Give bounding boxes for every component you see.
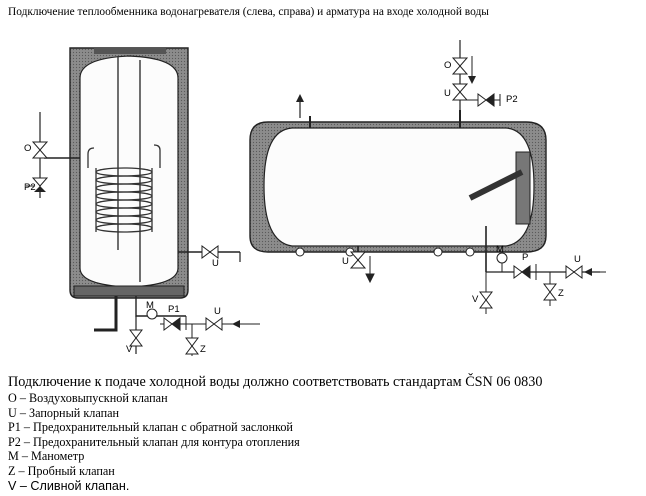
label-o-right: O <box>444 60 451 71</box>
label-u-right-top: U <box>444 88 451 99</box>
legend-item-u: U – Запорный клапан <box>8 405 120 420</box>
vertical-heater-tank <box>79 55 179 288</box>
legend-item-o: O – Воздуховыпускной клапан <box>8 391 168 405</box>
legend-item-p1: P1 – Предохранительный клапан с обратной… <box>8 420 293 435</box>
water-heater-connection-diagram: O P2 U M P1 U V Z <box>24 40 606 356</box>
label-v-right: V <box>472 294 479 305</box>
legend-item-z: Z – Пробный клапан <box>8 463 115 478</box>
vertical-water-heater <box>39 47 241 332</box>
legend-title: Подключение к подаче холодной воды должн… <box>8 374 543 390</box>
heat-exchanger-coil <box>87 144 161 233</box>
label-m-left: M <box>146 300 154 311</box>
horizontal-outlet-arrow <box>296 94 304 118</box>
horizontal-water-heater <box>249 110 547 272</box>
label-z-left: Z <box>200 344 206 355</box>
cold-water-inlet-arrow-right <box>584 268 606 276</box>
left-air-valve-o <box>31 141 49 159</box>
label-o-left: O <box>24 143 31 154</box>
label-p1-left: P1 <box>168 304 180 315</box>
label-v-left: V <box>126 344 133 355</box>
heating-element <box>468 169 524 201</box>
diagram-title: Подключение теплообменника водонагревате… <box>8 6 489 18</box>
top-right-valves <box>451 40 501 110</box>
label-m-right: M <box>496 244 504 255</box>
label-p2-right: P2 <box>506 94 518 105</box>
label-u-left-bottom: U <box>214 306 221 317</box>
horizontal-bottom-valve-u <box>349 251 375 284</box>
horizontal-heater-flange <box>515 151 531 225</box>
horizontal-bottom-fittings <box>479 252 600 314</box>
left-outlet-valve-u <box>201 245 219 259</box>
legend-item-v: V – Сливной клапан. <box>8 478 130 493</box>
legend-item-p2: P2 – Предохранительный клапан для контур… <box>8 434 300 449</box>
label-z-right: Z <box>558 288 564 299</box>
left-valve-p2 <box>26 177 49 192</box>
label-p2-left: P2 <box>24 182 36 193</box>
label-u-left-outlet: U <box>212 258 219 269</box>
top-right-arrows <box>468 56 476 84</box>
label-u-right-line: U <box>574 254 581 265</box>
cold-water-inlet-arrow-left <box>232 320 260 328</box>
vertical-heater-lid <box>94 48 166 54</box>
legend: Подключение к подаче холодной воды должн… <box>8 374 640 493</box>
left-bottom-fittings <box>129 308 260 356</box>
legend-item-m: M – Манометр <box>8 449 85 464</box>
vertical-heater-base <box>73 285 185 297</box>
label-p-right: P <box>522 252 528 263</box>
label-u-right-bottom: U <box>342 256 349 267</box>
